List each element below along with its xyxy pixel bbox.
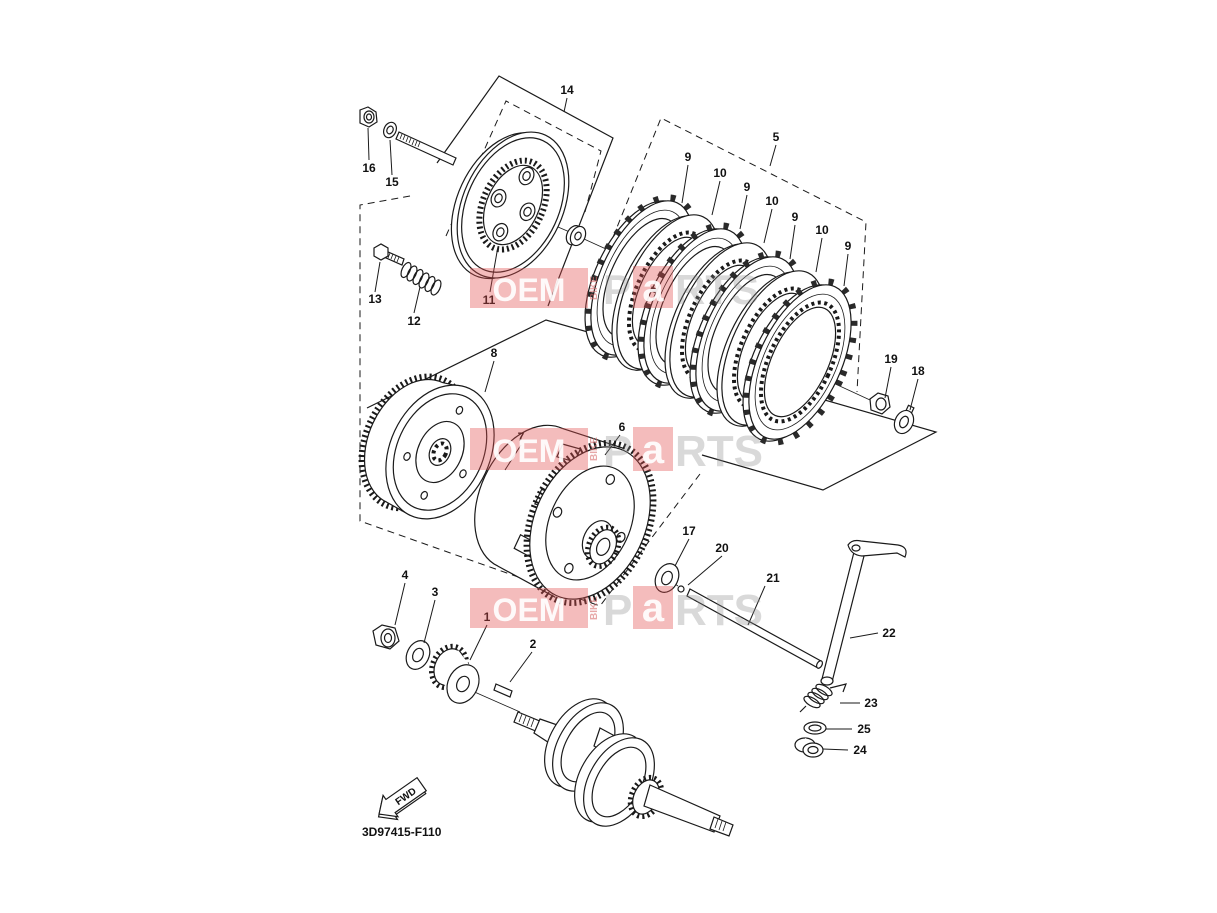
callout-14: 14 <box>560 83 574 97</box>
callout-1: 1 <box>484 610 491 624</box>
push-rod-21 <box>686 588 824 669</box>
primary-drive-gear-1 <box>428 643 480 704</box>
callout-9: 9 <box>792 210 799 224</box>
callout-9: 9 <box>845 239 852 253</box>
callout-4: 4 <box>402 568 409 582</box>
callout-9: 9 <box>685 150 692 164</box>
diagram-code: 3D97415-F110 <box>362 825 442 839</box>
washer-15 <box>382 121 398 139</box>
callout-17: 17 <box>682 524 696 538</box>
spring-12 <box>400 261 442 296</box>
callout-3: 3 <box>432 585 439 599</box>
callouts: 14 16 15 5 9 10 9 10 9 10 9 13 12 11 8 1… <box>362 83 925 757</box>
callout-6: 6 <box>619 420 626 434</box>
callout-25: 25 <box>857 722 871 736</box>
crankshaft <box>513 698 734 837</box>
spring-23 <box>799 683 847 713</box>
callout-8: 8 <box>491 346 498 360</box>
forward-direction-arrow: FWD <box>377 776 428 821</box>
callout-5: 5 <box>773 130 780 144</box>
nut-4 <box>372 624 400 650</box>
clutch-boss <box>358 373 495 520</box>
callout-10: 10 <box>815 223 829 237</box>
oil-seal-24 <box>794 737 824 758</box>
callout-9: 9 <box>744 180 751 194</box>
callout-21: 21 <box>766 571 780 585</box>
callout-23: 23 <box>864 696 878 710</box>
callout-16: 16 <box>362 161 376 175</box>
callout-11: 11 <box>483 293 496 307</box>
callout-10: 10 <box>713 166 727 180</box>
nut-19 <box>869 392 891 415</box>
callout-2: 2 <box>530 637 537 651</box>
washer-25 <box>803 721 827 735</box>
callout-18: 18 <box>911 364 925 378</box>
leader-lines <box>367 97 919 751</box>
key-2 <box>493 683 513 698</box>
callout-22: 22 <box>882 626 896 640</box>
push-lever-22 <box>820 539 907 686</box>
callout-15: 15 <box>385 175 399 189</box>
callout-7: 7 <box>518 430 525 444</box>
release-bearing <box>565 225 587 247</box>
bolt-13 <box>373 243 405 266</box>
callout-13: 13 <box>368 292 382 306</box>
nut-16 <box>359 106 378 128</box>
callout-12: 12 <box>407 314 421 328</box>
callout-10: 10 <box>765 194 779 208</box>
friction-plate <box>742 278 858 446</box>
callout-19: 19 <box>884 352 898 366</box>
washer-17 <box>654 563 680 593</box>
stud-bolt <box>395 131 457 166</box>
ball-20 <box>677 585 685 593</box>
callout-20: 20 <box>715 541 729 555</box>
pressure-plate <box>450 131 570 280</box>
callout-24: 24 <box>853 743 867 757</box>
assembly-outline-5 <box>594 117 867 393</box>
